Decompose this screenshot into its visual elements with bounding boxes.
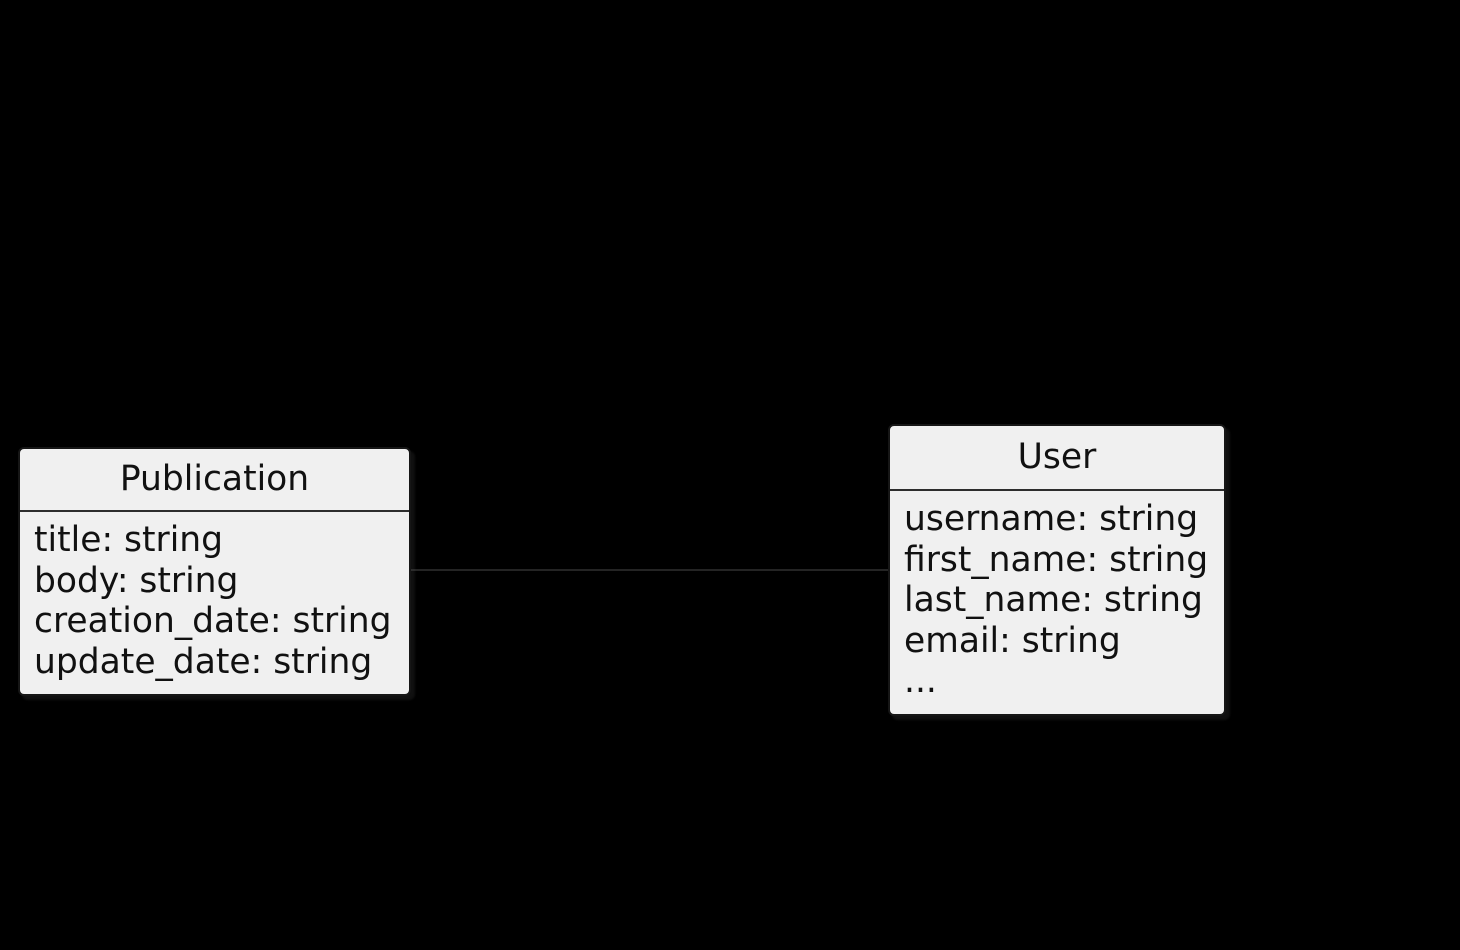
attribute-row: first_name: string — [904, 539, 1209, 580]
attribute-row-ellipsis: ... — [904, 661, 937, 701]
attribute-row: last_name: string — [904, 580, 1203, 620]
class-title-publication: Publication — [20, 449, 409, 512]
attribute-row: username: string — [904, 499, 1199, 539]
attribute-row: body: string — [34, 560, 239, 601]
attribute-list-user: username: string first_name: string last… — [890, 491, 1224, 702]
attribute-row: update_date: string — [34, 641, 373, 682]
class-node-user: User username: string first_name: string… — [888, 424, 1226, 716]
association-edge-publication-user — [411, 569, 888, 571]
class-title-user: User — [890, 426, 1224, 491]
attribute-row: title: string — [34, 520, 224, 560]
class-node-publication: Publication title: string body: string c… — [18, 447, 411, 696]
attribute-row: email: string — [904, 620, 1121, 661]
attribute-list-publication: title: string body: string creation_date… — [20, 512, 409, 682]
attribute-row: creation_date: string — [34, 601, 392, 641]
